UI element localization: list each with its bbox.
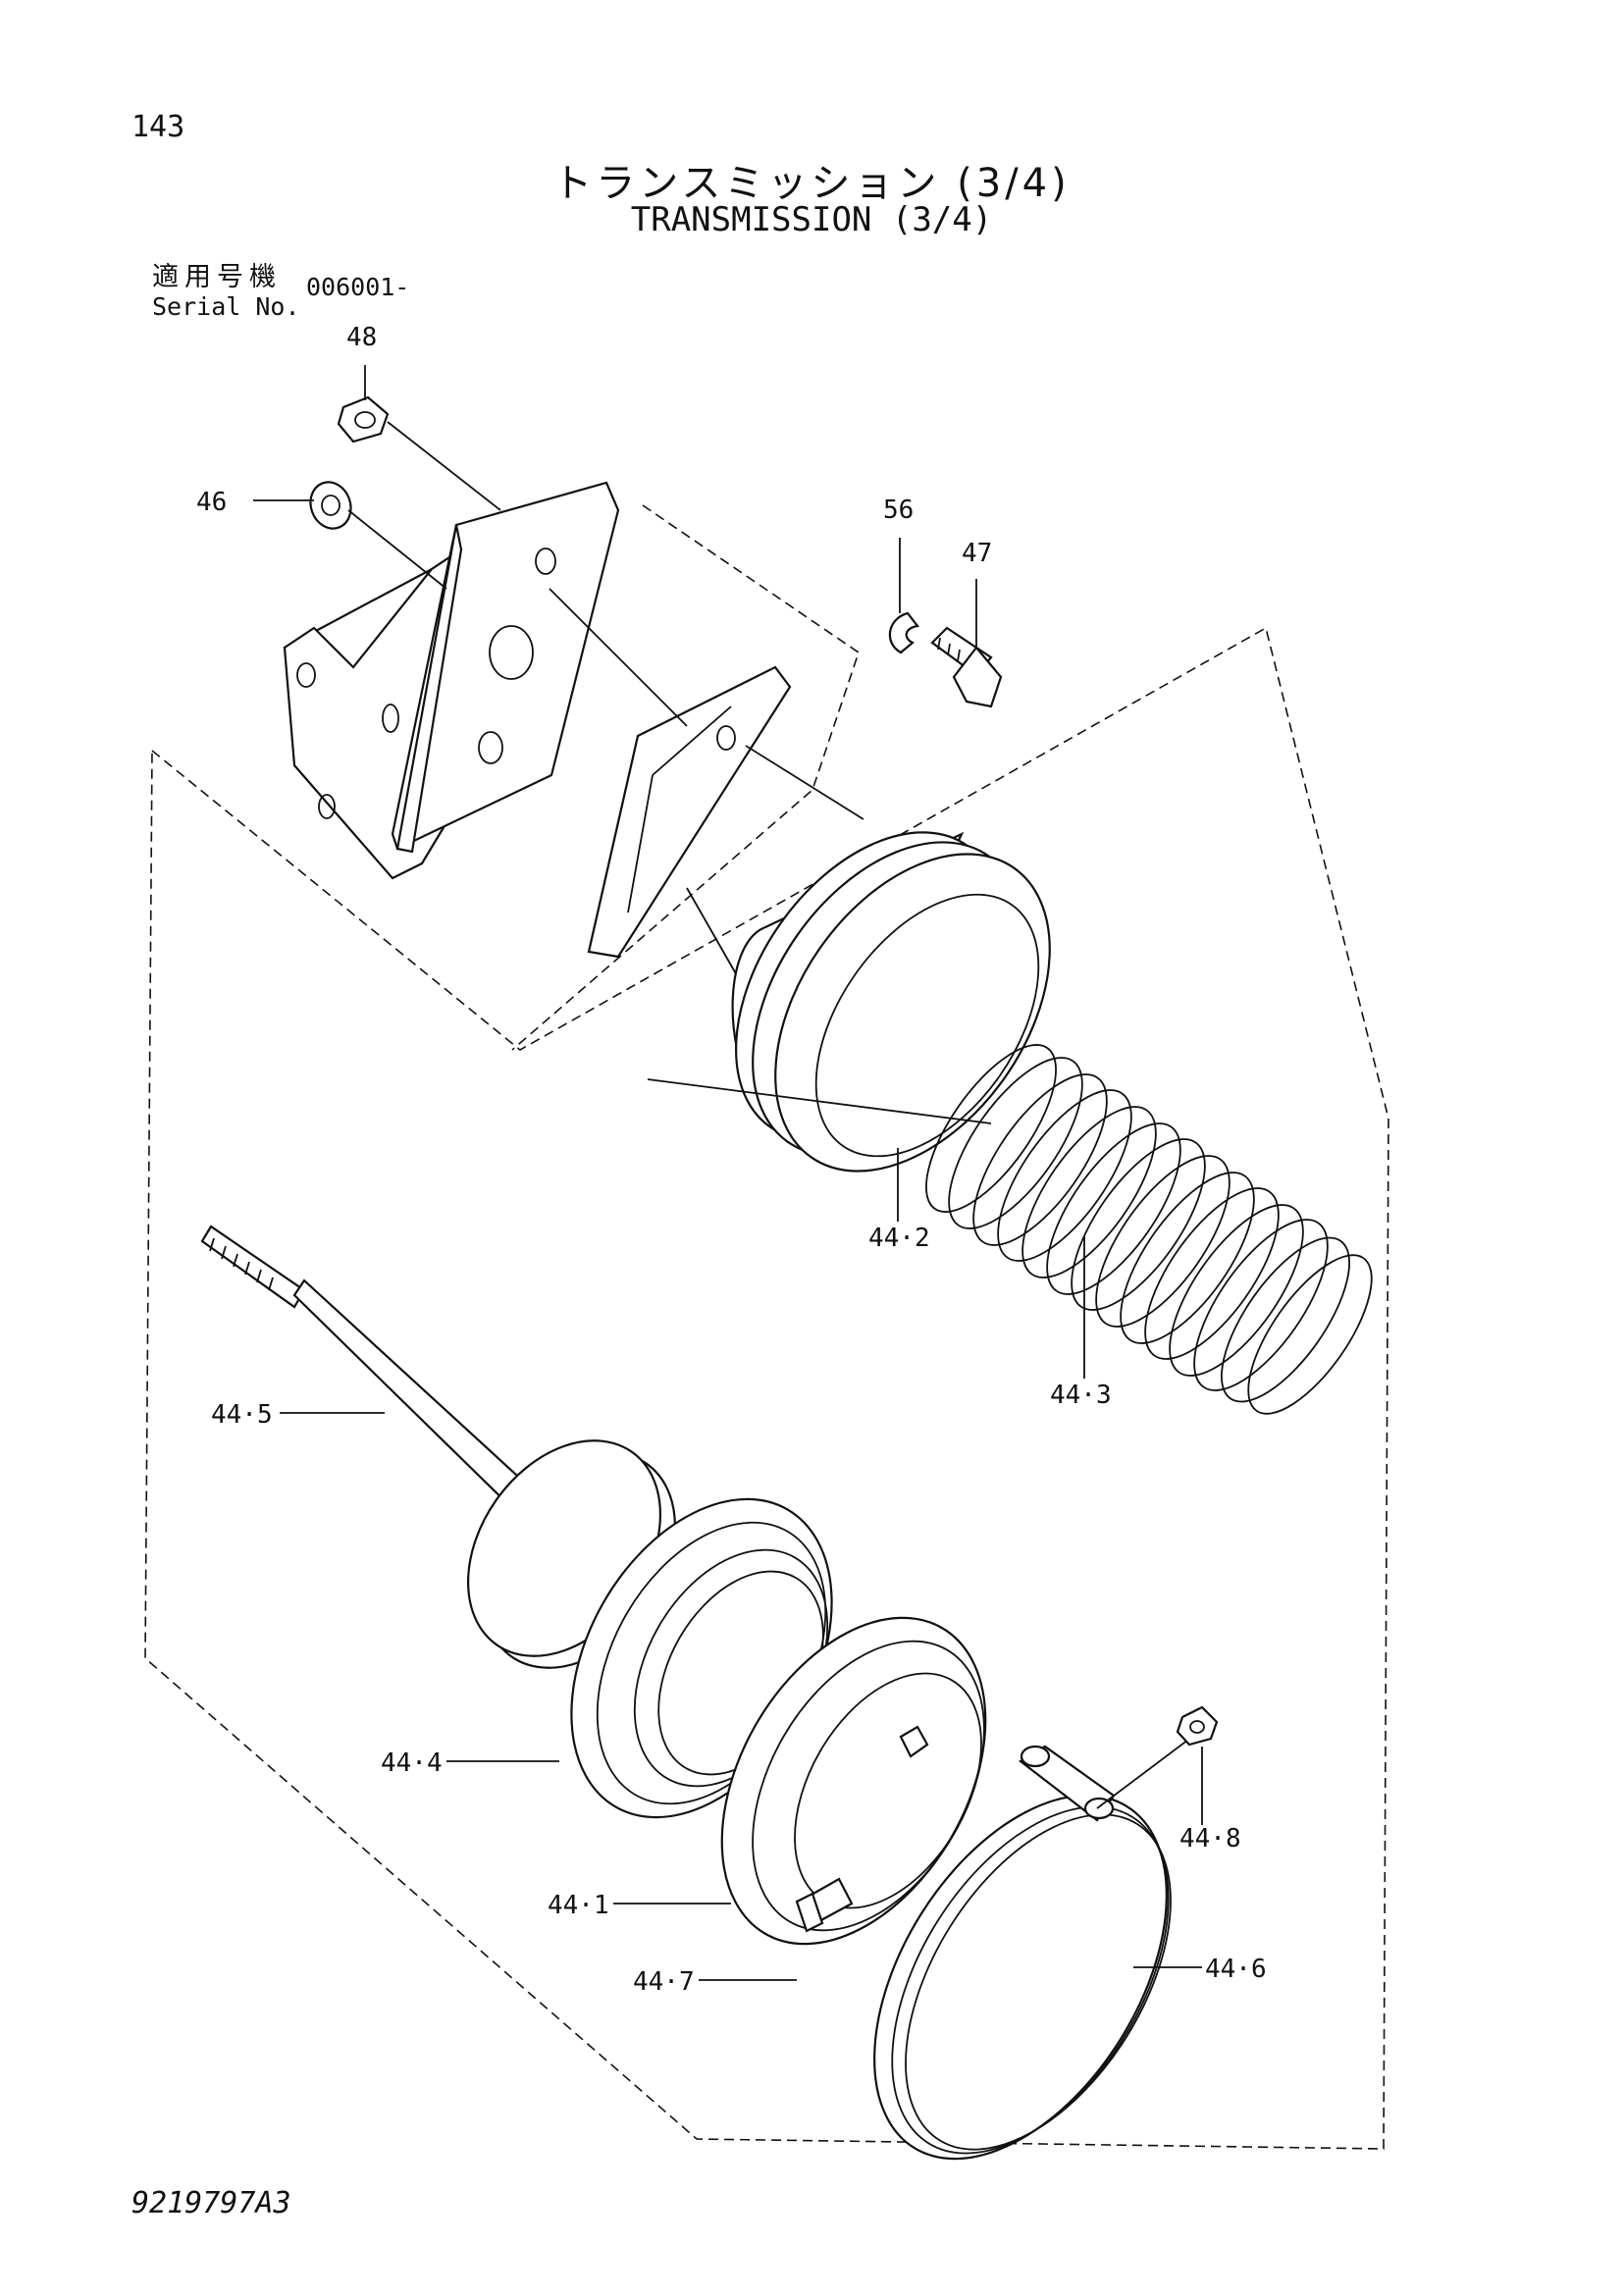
- callout-56: 56: [883, 496, 914, 525]
- page-title-english: TRANSMISSION (3/4): [630, 200, 993, 239]
- nut-part-44-8: [1176, 1705, 1219, 1747]
- band-ring-part-44-6: [873, 1736, 1193, 2161]
- flange-plate: [587, 665, 864, 992]
- callout-44-2: 44·2: [868, 1224, 930, 1253]
- callout-44-6: 44·6: [1205, 1955, 1267, 1984]
- bracket-group-outline: [511, 504, 860, 1051]
- callout-46: 46: [196, 488, 227, 517]
- callout-44-7: 44·7: [633, 1967, 695, 1997]
- drum-part-44-2: [731, 831, 1051, 1173]
- document-number: 9219797A3: [131, 2186, 291, 2220]
- page-title-japanese: トランスミッション (3/4): [552, 161, 1071, 206]
- callout-44-8: 44·8: [1179, 1824, 1241, 1853]
- snap-ring-part-56: [888, 611, 920, 654]
- callout-44-3: 44·3: [1050, 1381, 1112, 1410]
- assembly-guide-lines: [347, 421, 992, 1124]
- bolt-part-47: [930, 626, 1003, 708]
- serial-label-english: Serial No.: [152, 292, 300, 321]
- page-number: 143: [131, 110, 185, 144]
- rod-part-44-5: [200, 1225, 542, 1518]
- callout-48: 48: [346, 323, 377, 352]
- washer-part-46: [309, 481, 352, 530]
- assembly-group-outline: [144, 626, 1389, 2150]
- callout-44-5: 44·5: [211, 1400, 273, 1430]
- housing-part-44-1: [720, 1616, 987, 1946]
- callout-44-4: 44·4: [381, 1748, 443, 1778]
- spring-part-44-3: [925, 1044, 1373, 1415]
- serial-label-japanese: 適用号機: [152, 262, 282, 292]
- mounting-bracket: [283, 481, 620, 880]
- serial-number-value: 006001-: [306, 273, 410, 301]
- nut-part-48: [337, 395, 390, 444]
- bolt-part-44-7: [795, 1877, 854, 1933]
- callout-47: 47: [962, 539, 992, 568]
- callout-44-1: 44·1: [548, 1891, 609, 1920]
